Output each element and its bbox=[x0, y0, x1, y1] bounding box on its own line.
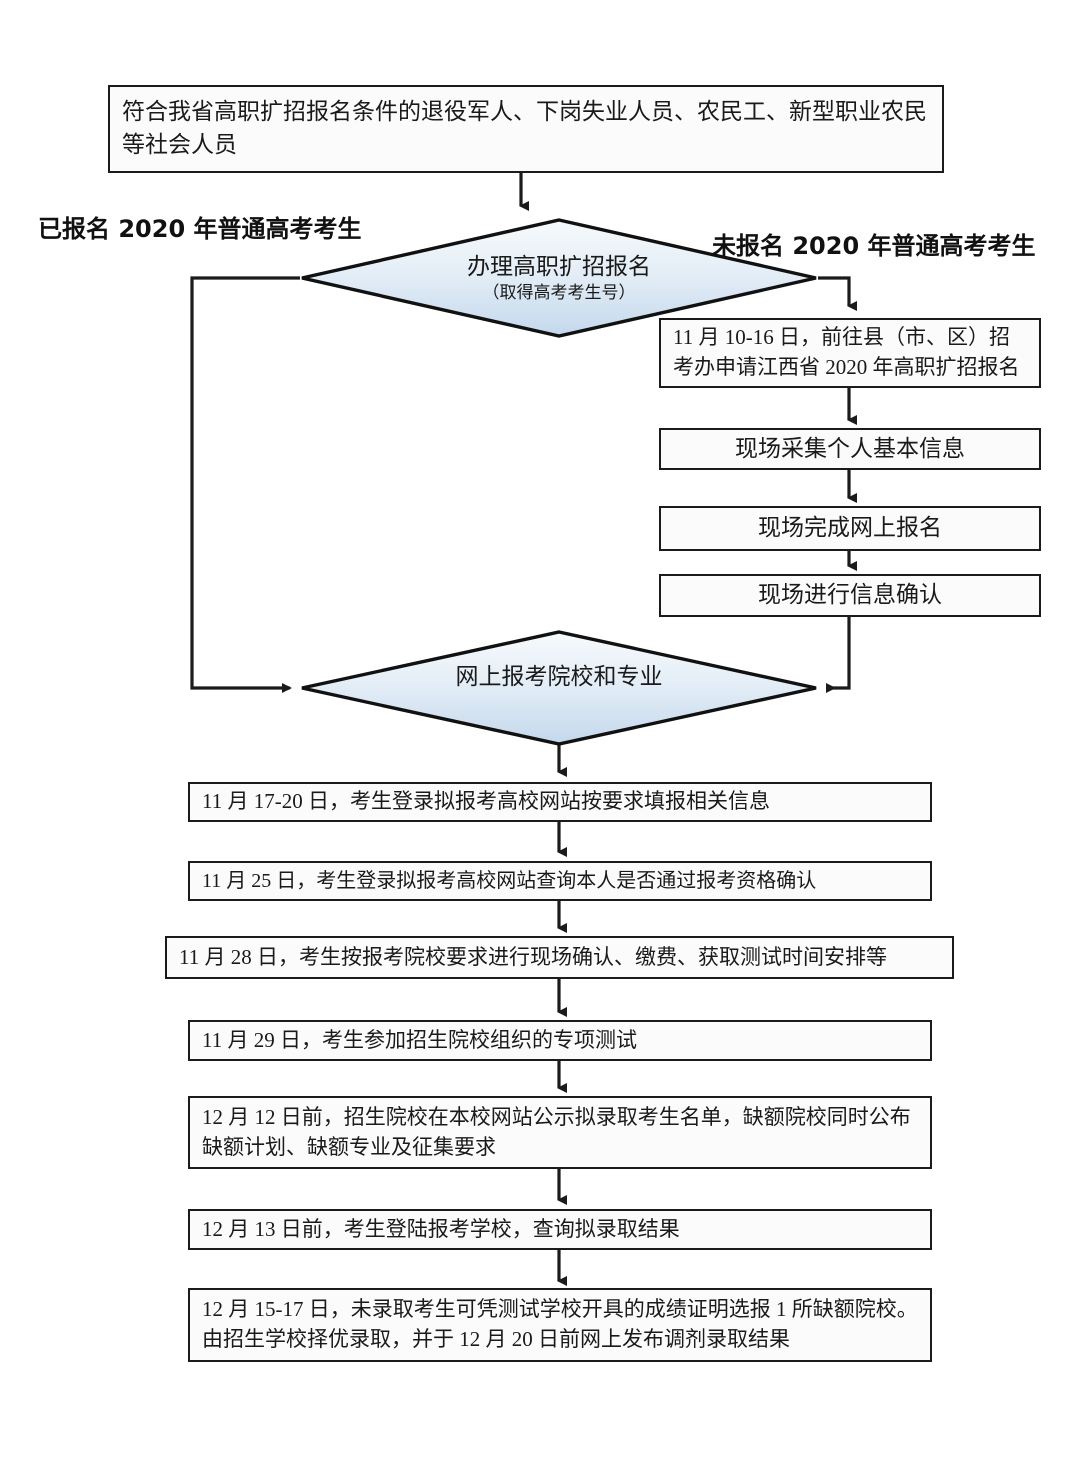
node-step-5-text: 12 月 12 日前，招生院校在本校网站公示拟录取考生名单，缺额院校同时公布缺额… bbox=[202, 1104, 911, 1159]
node-right-online-register-text: 现场完成网上报名 bbox=[758, 515, 942, 541]
node-right-confirm-info-text: 现场进行信息确认 bbox=[758, 582, 942, 608]
node-top-eligibility-text: 符合我省高职扩招报名条件的退役军人、下岗失业人员、农民工、新型职业农民等社会人员 bbox=[122, 99, 927, 157]
node-step-6-text: 12 月 13 日前，考生登陆报考学校，查询拟录取结果 bbox=[202, 1216, 680, 1241]
node-decision-choose-school: 网上报考院校和专业 bbox=[300, 630, 818, 746]
branch-label-left: 已报名 2020 年普通高考考生 bbox=[38, 215, 362, 243]
node-decision-register: 办理高职扩招报名 （取得高考考生号） bbox=[300, 218, 818, 338]
decision-choose-school-label: 网上报考院校和专业 bbox=[456, 662, 663, 714]
node-step-2: 11 月 25 日，考生登录拟报考高校网站查询本人是否通过报考资格确认 bbox=[188, 861, 932, 901]
node-step-4: 11 月 29 日，考生参加招生院校组织的专项测试 bbox=[188, 1020, 932, 1061]
node-top-eligibility: 符合我省高职扩招报名条件的退役军人、下岗失业人员、农民工、新型职业农民等社会人员 bbox=[108, 85, 944, 173]
branch-label-right: 未报名 2020 年普通高考考生 bbox=[712, 232, 1036, 260]
node-step-1: 11 月 17-20 日，考生登录拟报考高校网站按要求填报相关信息 bbox=[188, 782, 932, 822]
node-step-6: 12 月 13 日前，考生登陆报考学校，查询拟录取结果 bbox=[188, 1209, 932, 1250]
node-right-apply-text: 11 月 10-16 日，前往县（市、区）招考办申请江西省 2020 年高职扩招… bbox=[673, 325, 1020, 379]
node-step-4-text: 11 月 29 日，考生参加招生院校组织的专项测试 bbox=[202, 1027, 637, 1052]
decision-register-sub: （取得高考考生号） bbox=[482, 282, 636, 302]
decision-register-label: 办理高职扩招报名 （取得高考考生号） bbox=[467, 252, 651, 304]
node-right-apply: 11 月 10-16 日，前往县（市、区）招考办申请江西省 2020 年高职扩招… bbox=[659, 318, 1041, 388]
node-step-7: 12 月 15-17 日，未录取考生可凭测试学校开具的成绩证明选报 1 所缺额院… bbox=[188, 1288, 932, 1362]
node-right-collect-info: 现场采集个人基本信息 bbox=[659, 428, 1041, 470]
node-step-7-text: 12 月 15-17 日，未录取考生可凭测试学校开具的成绩证明选报 1 所缺额院… bbox=[202, 1297, 918, 1351]
node-step-3-text: 11 月 28 日，考生按报考院校要求进行现场确认、缴费、获取测试时间安排等 bbox=[179, 944, 887, 969]
decision-choose-school-main: 网上报考院校和专业 bbox=[455, 664, 663, 690]
node-right-confirm-info: 现场进行信息确认 bbox=[659, 574, 1041, 617]
decision-choose-school-shape bbox=[301, 630, 817, 746]
node-step-1-text: 11 月 17-20 日，考生登录拟报考高校网站按要求填报相关信息 bbox=[202, 789, 770, 814]
node-step-5: 12 月 12 日前，招生院校在本校网站公示拟录取考生名单，缺额院校同时公布缺额… bbox=[188, 1096, 932, 1169]
node-step-2-text: 11 月 25 日，考生登录拟报考高校网站查询本人是否通过报考资格确认 bbox=[202, 869, 817, 892]
node-right-collect-info-text: 现场采集个人基本信息 bbox=[735, 435, 965, 461]
decision-register-main: 办理高职扩招报名 bbox=[467, 254, 651, 279]
decision-register-shape bbox=[301, 218, 817, 338]
node-step-3: 11 月 28 日，考生按报考院校要求进行现场确认、缴费、获取测试时间安排等 bbox=[165, 936, 954, 979]
node-right-online-register: 现场完成网上报名 bbox=[659, 506, 1041, 551]
